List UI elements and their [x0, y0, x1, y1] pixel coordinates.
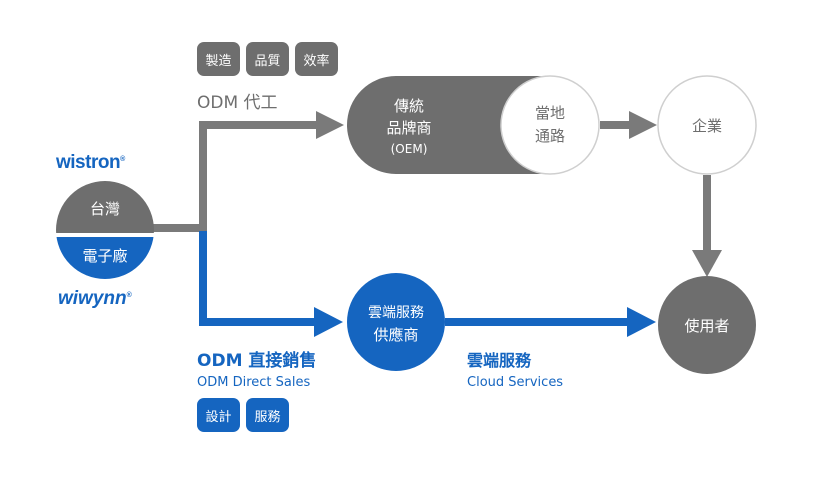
svg-text:設計: 設計	[205, 409, 231, 425]
arrow-to-cloud-provider	[314, 307, 343, 337]
left-node-top-label: 台灣	[90, 200, 120, 218]
cloud-to-user-line	[445, 318, 630, 326]
oem-line3: (OEM)	[391, 142, 428, 156]
arrow-to-oem	[316, 111, 344, 139]
tag-manufacturing	[197, 42, 240, 76]
odm-oem-label: ODM 代工	[197, 93, 278, 113]
cloud-services-label-en: Cloud Services	[467, 375, 563, 390]
odm-direct-tags: 設計 服務	[197, 398, 289, 432]
tag-service	[246, 398, 289, 432]
odm-direct-label-zh: ODM 直接銷售	[197, 350, 316, 371]
odm-direct-label-en: ODM Direct Sales	[197, 375, 310, 390]
wistron-logo: wistron®	[55, 152, 126, 173]
channel-line2: 通路	[535, 127, 565, 145]
channel-node	[500, 75, 600, 175]
svg-text:品質: 品質	[254, 54, 280, 69]
enterprise-node	[657, 75, 757, 175]
cloud-provider-line2: 供應商	[373, 326, 418, 344]
tag-quality	[246, 42, 289, 76]
channel-to-enterprise-line	[600, 121, 632, 129]
left-node: 台灣 電子廠	[56, 181, 154, 279]
arrow-cloud-to-user	[627, 307, 656, 337]
oem-line2: 品牌商	[386, 119, 431, 137]
user-node	[658, 276, 756, 374]
oem-line1: 傳統	[394, 97, 424, 115]
svg-text:效率: 效率	[303, 53, 329, 69]
user-label: 使用者	[684, 317, 729, 335]
channel-line1: 當地	[535, 104, 565, 122]
wiwynn-logo: wiwynn®	[58, 288, 133, 309]
odm-oem-tags: 製造 品質 效率	[197, 42, 338, 76]
tag-efficiency	[295, 42, 338, 76]
left-node-bottom-label: 電子廠	[82, 247, 127, 265]
enterprise-to-user-line	[703, 175, 711, 253]
odm-oem-connector	[150, 111, 344, 232]
cloud-provider-line1: 雲端服務	[368, 305, 424, 321]
odm-direct-connector	[199, 231, 343, 337]
svg-text:製造: 製造	[205, 54, 231, 69]
tag-design	[197, 398, 240, 432]
cloud-provider-node	[347, 273, 445, 371]
cloud-services-label-zh: 雲端服務	[467, 351, 532, 370]
arrow-to-user	[692, 250, 722, 277]
arrow-to-enterprise	[629, 111, 657, 139]
enterprise-label: 企業	[692, 117, 722, 135]
svg-text:服務: 服務	[254, 410, 280, 425]
oem-capsule: 傳統 品牌商 (OEM) 當地 通路	[347, 75, 600, 175]
